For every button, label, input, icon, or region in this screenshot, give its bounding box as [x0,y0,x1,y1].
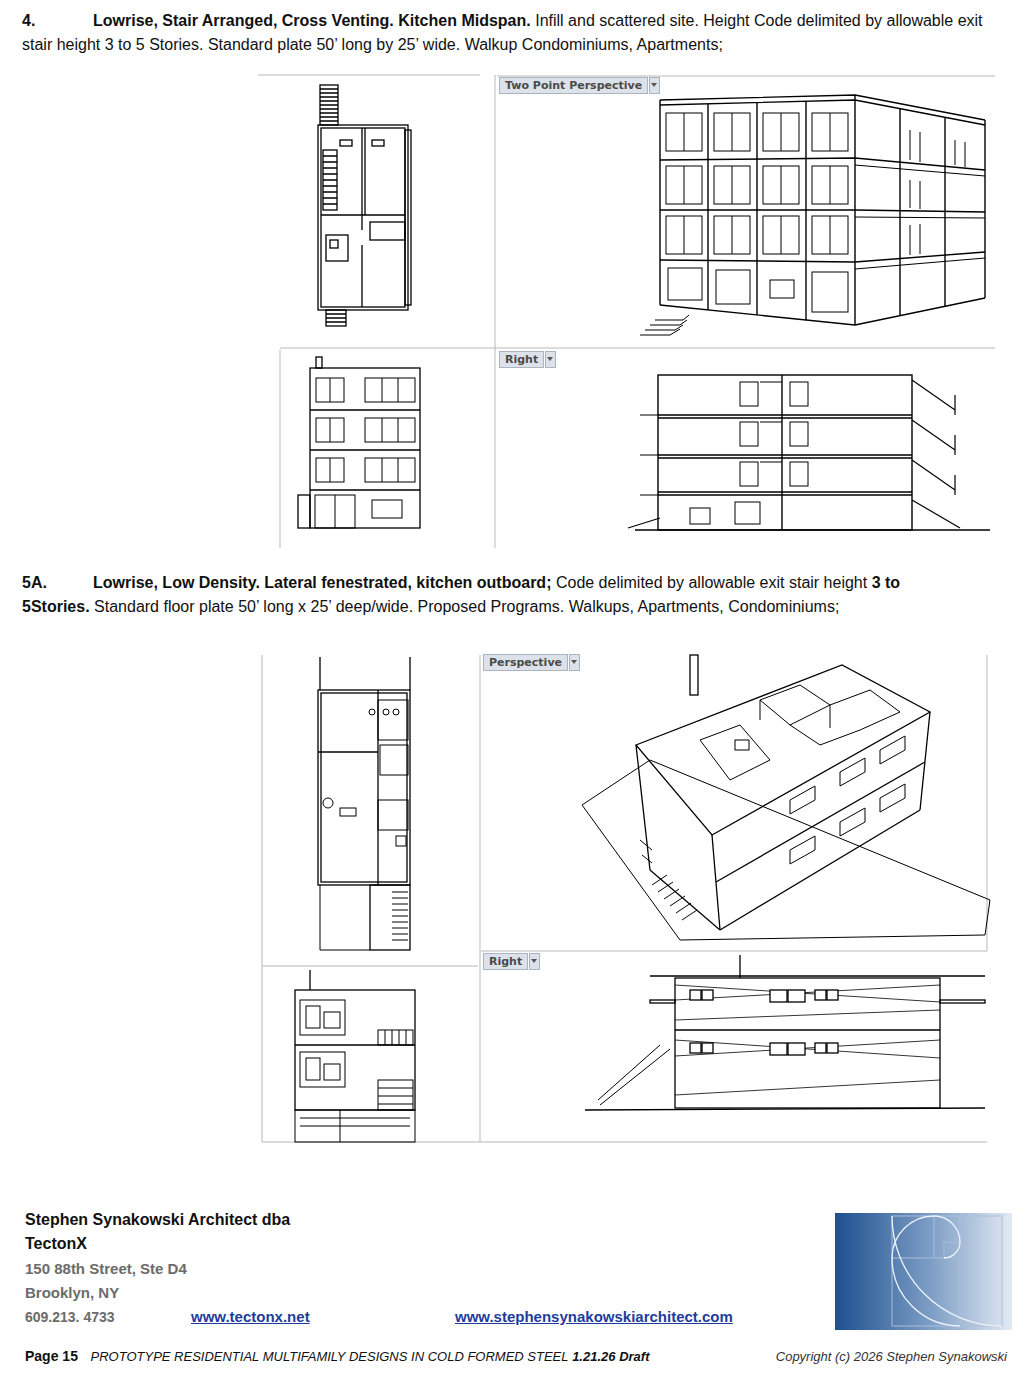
heading-paragraph: Page 15 PROTOTYPE RESIDENTIAL MULTIFAMILY… [25,1347,745,1366]
address: 150 88th Street, Ste D4 [25,1259,187,1279]
dropdown-arrow [531,959,537,963]
copyright: Copyright (c) 2026 Stephen Synakowski [776,1348,1007,1366]
perspective-4 [640,95,985,335]
section-number: 4. [22,9,93,33]
logo [835,1213,1012,1330]
section-number: 5A. [22,571,93,595]
heading-text: Lowrise, Stair Arranged, Cross Venting. … [93,12,531,29]
view-tab: Right [483,953,528,970]
dropdown-arrow [651,83,657,87]
web-link: www.stephensynakowskiarchitect.com [455,1307,733,1327]
dropdown-button [569,654,580,671]
firm-name: TectonX [25,1234,87,1254]
elevation-4 [298,357,420,528]
section-4 [628,375,990,530]
view-tab: Right [499,351,544,368]
dropdown-arrow [547,357,553,361]
heading-text: Standard floor plate 50’ long x 25’ deep… [94,598,839,615]
floor-plan-4 [318,85,411,326]
heading-text: PROTOTYPE RESIDENTIAL MULTIFAMILY DESIGN… [91,1349,569,1364]
firm-name: Stephen Synakowski Architect dba [25,1210,290,1230]
side-elevation-5a [585,955,985,1110]
heading-text: Lowrise, Low Density. Lateral fenestrate… [93,574,551,591]
elevation-5a [295,970,415,1142]
dropdown-button [529,953,540,970]
address: Brooklyn, NY [25,1283,119,1303]
dropdown-arrow [571,660,577,664]
web-link: www.tectonx.net [191,1307,310,1327]
perspective-5a [582,655,990,940]
heading-paragraph: 5A.Lowrise, Low Density. Lateral fenestr… [22,571,1017,619]
view-tab: Two Point Perspective [499,77,648,94]
phone: 609.213. 4733 [25,1307,115,1327]
view-tab: Perspective [483,654,568,671]
floor-plan-5a [318,657,410,950]
dropdown-button [649,77,660,94]
heading-text: 1.21.26 Draft [572,1349,649,1364]
heading-text: Page 15 [25,1348,78,1364]
heading-text: Code delimited by allowable exit stair h… [556,574,867,591]
dropdown-button [545,351,556,368]
heading-paragraph: 4.Lowrise, Stair Arranged, Cross Venting… [22,9,1017,57]
